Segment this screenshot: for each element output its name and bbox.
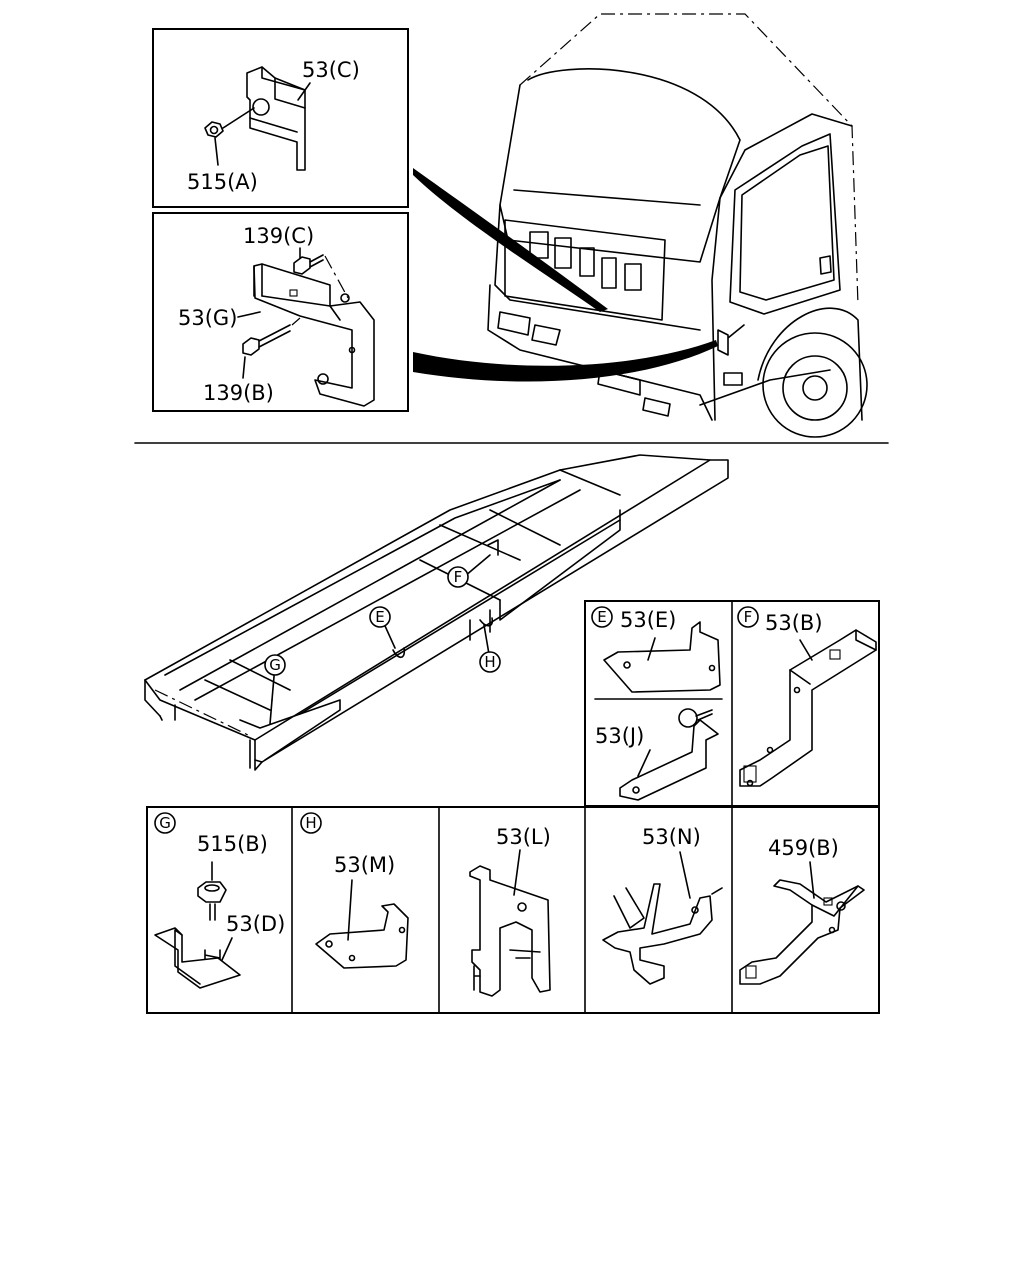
truck-cab — [487, 13, 868, 438]
label-53g: 53(G) — [178, 306, 237, 330]
label-53m: 53(M) — [334, 853, 395, 877]
callout-e: E — [369, 606, 391, 628]
callout-g: G — [264, 654, 286, 676]
chassis-frame — [144, 454, 729, 771]
label-139b: 139(B) — [203, 381, 274, 405]
svg-text:G: G — [159, 814, 171, 832]
label-459b: 459(B) — [768, 836, 839, 860]
label-53e: 53(E) — [620, 608, 676, 632]
callout-h: H — [479, 651, 501, 673]
inset-box-53c: 53(C) 515(A) — [152, 28, 409, 208]
label-53c: 53(C) — [302, 58, 360, 82]
inset-box-53g: 139(C) 53(G) 139(B) — [152, 212, 409, 412]
detail-row — [146, 806, 880, 1014]
callout-f: F — [447, 566, 469, 588]
pointer-wedge-lower — [413, 340, 718, 382]
label-139c: 139(C) — [243, 224, 314, 248]
label-53j: 53(J) — [595, 724, 644, 748]
label-53d: 53(D) — [226, 912, 285, 936]
detail-g: G 515(B) 53(D) — [154, 812, 285, 989]
detail-459b: 459(B) — [739, 836, 865, 985]
svg-text:E: E — [597, 608, 606, 626]
detail-panel-ef: E 53(E) 53(J) F 53(B) — [584, 600, 880, 807]
label-515b: 515(B) — [197, 832, 268, 856]
svg-text:H: H — [484, 653, 495, 671]
svg-text:H: H — [305, 814, 316, 832]
label-53n: 53(N) — [642, 825, 701, 849]
label-515a: 515(A) — [187, 170, 258, 194]
svg-text:E: E — [375, 608, 384, 626]
detail-h: H 53(M) — [300, 812, 409, 969]
label-53b: 53(B) — [765, 611, 823, 635]
label-53l: 53(L) — [496, 825, 551, 849]
svg-text:F: F — [454, 568, 463, 586]
detail-l: 53(L) — [469, 825, 551, 997]
svg-text:G: G — [269, 656, 281, 674]
svg-text:F: F — [744, 608, 753, 626]
detail-n: 53(N) — [602, 825, 723, 985]
